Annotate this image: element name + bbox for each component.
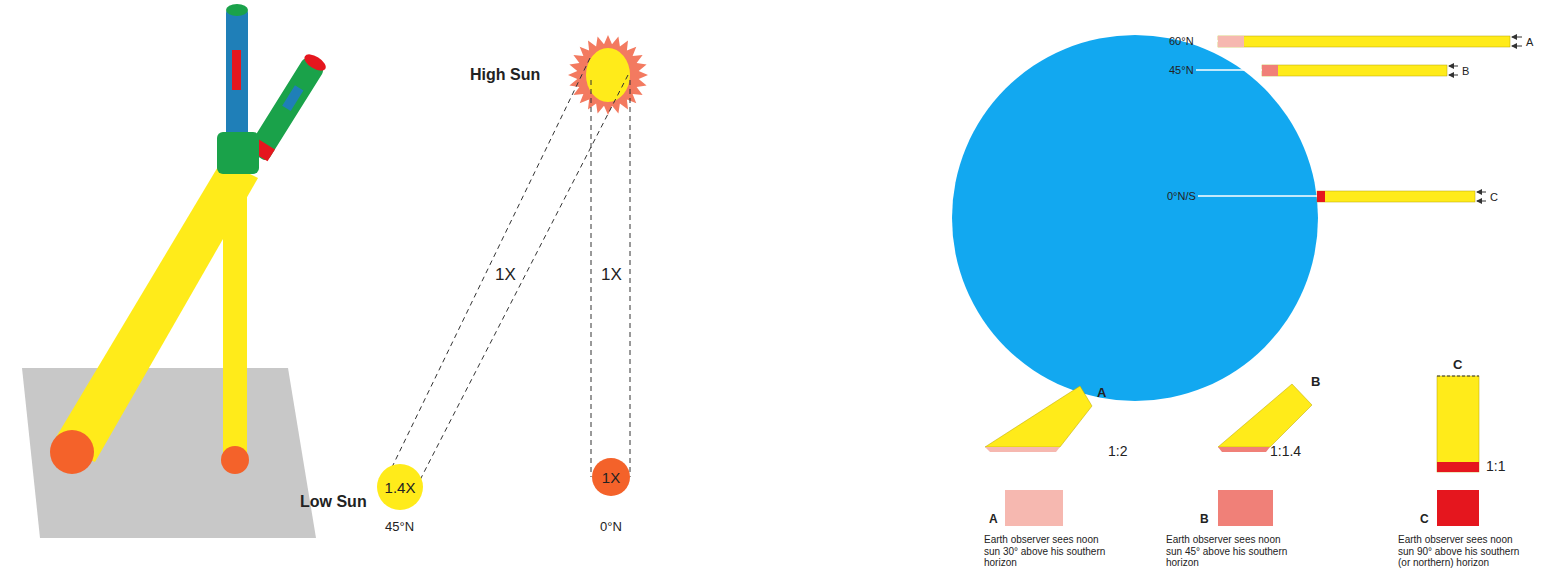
callout-letter: B <box>1311 375 1320 390</box>
callout-letter: A <box>989 513 998 527</box>
area-box <box>1218 490 1273 526</box>
caption-text: Earth observer sees noon sun 45° above h… <box>1166 534 1294 569</box>
sun <box>568 35 648 115</box>
latitude-label: 45°N <box>1169 64 1194 77</box>
vertical-beam <box>223 170 247 462</box>
sun-label: High Sun <box>470 66 540 84</box>
latitude-label: 0°N/S <box>1167 190 1196 203</box>
pointer-arrow <box>1449 37 1522 201</box>
callout-letter: B <box>1462 65 1469 78</box>
floor <box>22 368 316 538</box>
callout-letter: A <box>1097 386 1106 401</box>
light-circle: 1X <box>592 458 630 496</box>
leader-line <box>1196 41 1317 196</box>
area-box <box>1437 490 1479 526</box>
latitude-label: 60°N <box>1169 35 1194 48</box>
ratio-label: 1:2 <box>1108 443 1127 459</box>
latitude-label: 0°N <box>600 520 622 535</box>
circle-label: 1.4X <box>385 479 416 496</box>
ratio-label: 1X <box>601 265 622 285</box>
light-spot <box>221 446 249 474</box>
caption-text: Earth observer sees noon sun 30° above h… <box>984 534 1112 569</box>
callout-letter: C <box>1453 358 1462 373</box>
sun-label: Low Sun <box>300 493 367 511</box>
caption-text: Earth observer sees noon sun 90° above h… <box>1398 534 1526 569</box>
ratio-label: 1X <box>495 265 516 285</box>
ratio-label: 1:1 <box>1486 458 1505 474</box>
light-circle: 1.4X <box>377 464 423 510</box>
area-box <box>1005 490 1063 526</box>
callout-letter: C <box>1490 191 1498 204</box>
sun-bar <box>1218 36 1510 202</box>
callout-letter: A <box>1526 36 1533 49</box>
dashed-line <box>380 58 630 492</box>
flashlight <box>217 4 259 174</box>
beam-diagram <box>985 376 1479 472</box>
slanted-beam <box>52 160 258 462</box>
callout-letter: C <box>1420 513 1429 527</box>
circle-label: 1X <box>602 469 620 486</box>
ratio-label: 1:1.4 <box>1270 443 1301 459</box>
light-spot <box>50 430 94 474</box>
earth <box>952 35 1318 401</box>
latitude-label: 45°N <box>385 520 414 535</box>
callout-letter: B <box>1200 513 1209 527</box>
